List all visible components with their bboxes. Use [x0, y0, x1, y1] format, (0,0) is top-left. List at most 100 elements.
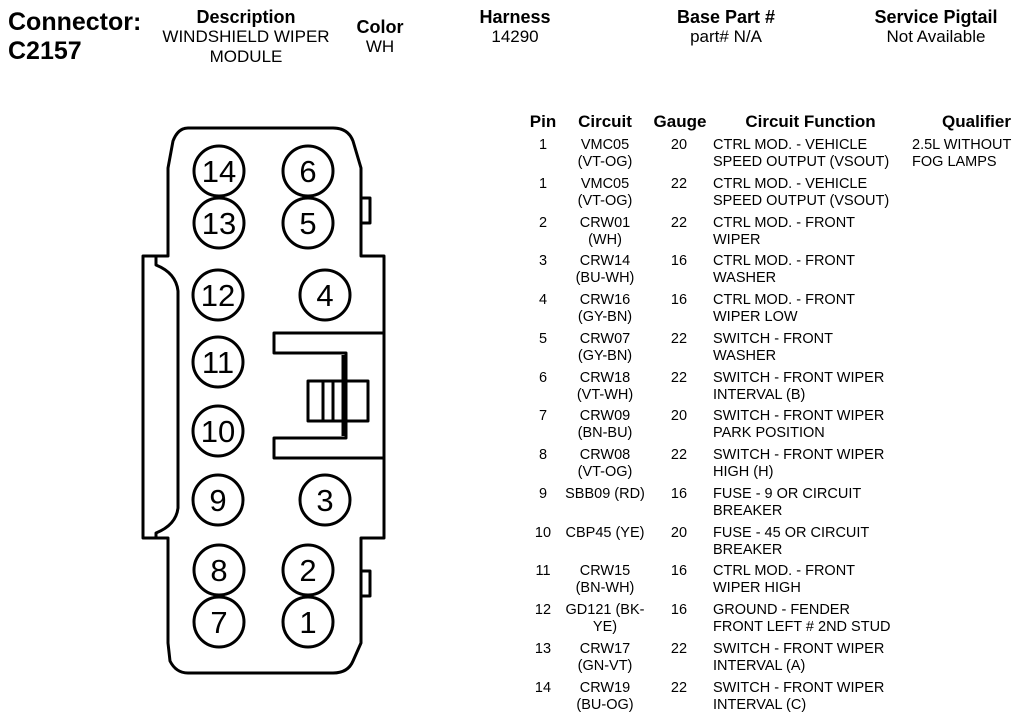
function-cell-line: WIPER LOW — [713, 309, 798, 325]
gauge-cell: 22 — [654, 215, 704, 232]
pin-cell-line: 10 — [534, 524, 552, 541]
function-cell-line: FUSE - 45 OR CIRCUIT — [713, 524, 870, 541]
color-value: WH — [365, 37, 395, 56]
gauge-cell: 20 — [654, 525, 704, 542]
description-field: Description WINDSHIELD WIPER MODULE — [146, 7, 346, 67]
function-cell-line: PARK POSITION — [713, 425, 825, 442]
circuit-cell-line: CRW16 — [579, 292, 631, 308]
color-heading: Color — [356, 17, 404, 37]
function-cell-line: SWITCH - FRONT WIPER — [713, 447, 885, 463]
pin-7: 7 — [192, 595, 246, 649]
pin-7-label: 7 — [210, 605, 227, 640]
pin-12: 12 — [191, 268, 245, 322]
pin-11-label: 11 — [202, 345, 234, 380]
qualifier-cell-line: FOG LAMPS — [912, 154, 997, 170]
pin-cell: 4 — [524, 292, 562, 309]
function-cell-line: CTRL MOD. - FRONT — [713, 292, 856, 308]
pin-cell: 8 — [524, 447, 562, 464]
gauge-cell-line: 20 — [670, 137, 688, 153]
function-cell-line: CTRL MOD. - FRONT — [713, 563, 856, 580]
circuit-cell-line: (VT-OG) — [577, 464, 633, 480]
qualifier-cell-line: 2.5L WITHOUT — [912, 137, 1012, 153]
pin-5: 5 — [281, 196, 335, 250]
function-cell-line: SWITCH - FRONT WIPER — [713, 369, 885, 386]
service-pigtail-field: Service Pigtail Not Available — [856, 7, 1016, 47]
circuit-cell: CRW01(WH) — [560, 215, 650, 249]
circuit-cell: GD121 (BK-YE) — [560, 602, 650, 636]
circuit-cell-line: VMC05 — [580, 137, 630, 153]
pin-1-label: 1 — [299, 605, 316, 640]
circuit-cell-line: (GY-BN) — [577, 347, 633, 364]
pin-cell-line: 8 — [538, 447, 548, 463]
pin-cell: 10 — [524, 525, 562, 542]
pin-cell: 6 — [524, 370, 562, 387]
pin-14: 14 — [192, 144, 246, 198]
harness-value: 14290 — [491, 27, 539, 46]
gauge-cell: 22 — [654, 331, 704, 348]
gauge-cell-line: 22 — [670, 640, 688, 657]
function-cell-line: SWITCH - FRONT WIPER — [713, 640, 885, 657]
circuit-cell: CRW19(BU-OG) — [560, 680, 650, 714]
pin-1: 1 — [281, 595, 335, 649]
function-cell-line: SWITCH - FRONT WIPER — [713, 679, 885, 696]
circuit-cell: CBP45 (YE) — [560, 525, 650, 542]
pin-5-label: 5 — [299, 206, 316, 241]
gauge-cell: 22 — [654, 447, 704, 464]
pin-cell: 13 — [524, 641, 562, 658]
circuit-cell-line: CRW08 — [579, 447, 631, 463]
pin-cell: 5 — [524, 331, 562, 348]
col-qualifier-header: Qualifier — [942, 112, 1011, 131]
circuit-cell: CRW07(GY-BN) — [560, 331, 650, 365]
pin-2: 2 — [281, 543, 335, 597]
circuit-cell: CRW16(GY-BN) — [560, 292, 650, 326]
gauge-cell: 16 — [654, 486, 704, 503]
gauge-cell-line: 16 — [670, 485, 688, 502]
pin-cell-line: 3 — [538, 253, 548, 270]
description-heading: Description — [196, 7, 296, 27]
connector-outline — [141, 126, 386, 675]
circuit-cell-line: CRW14 — [579, 253, 631, 270]
function-cell-line: GROUND - FENDER — [713, 602, 850, 618]
pin-cell: 3 — [524, 253, 562, 270]
connector-face-diagram: 14 6 13 5 12 4 11 10 9 3 8 2 — [141, 126, 386, 675]
gauge-cell-line: 22 — [670, 679, 688, 696]
circuit-cell-line: CRW07 — [579, 330, 631, 347]
circuit-cell-line: (VT-WH) — [576, 386, 634, 403]
circuit-cell-line: GD121 (BK- — [565, 602, 645, 618]
pin-8: 8 — [192, 543, 246, 597]
pin-10: 10 — [191, 404, 245, 458]
function-cell-line: SPEED OUTPUT (VSOUT) — [713, 192, 890, 209]
gauge-cell: 16 — [654, 602, 704, 619]
function-cell-line: FUSE - 9 OR CIRCUIT — [713, 485, 862, 502]
circuit-cell: VMC05(VT-OG) — [560, 137, 650, 171]
pin-cell: 2 — [524, 215, 562, 232]
gauge-cell-line: 20 — [670, 408, 688, 425]
pin-11: 11 — [191, 335, 245, 389]
pin-cell-line: 7 — [538, 408, 548, 425]
pin-cell-line: 1 — [538, 137, 548, 153]
pin-cell: 14 — [524, 680, 562, 697]
color-field: Color WH — [350, 17, 410, 57]
harness-heading: Harness — [479, 7, 551, 27]
circuit-cell-line: CRW19 — [579, 679, 631, 696]
gauge-cell: 16 — [654, 253, 704, 270]
function-cell-line: WIPER HIGH — [713, 580, 801, 597]
pin-13-label: 13 — [202, 206, 236, 241]
pin-cell: 7 — [524, 408, 562, 425]
function-cell-line: WASHER — [713, 347, 777, 364]
circuit-cell-line: (WH) — [588, 231, 622, 248]
